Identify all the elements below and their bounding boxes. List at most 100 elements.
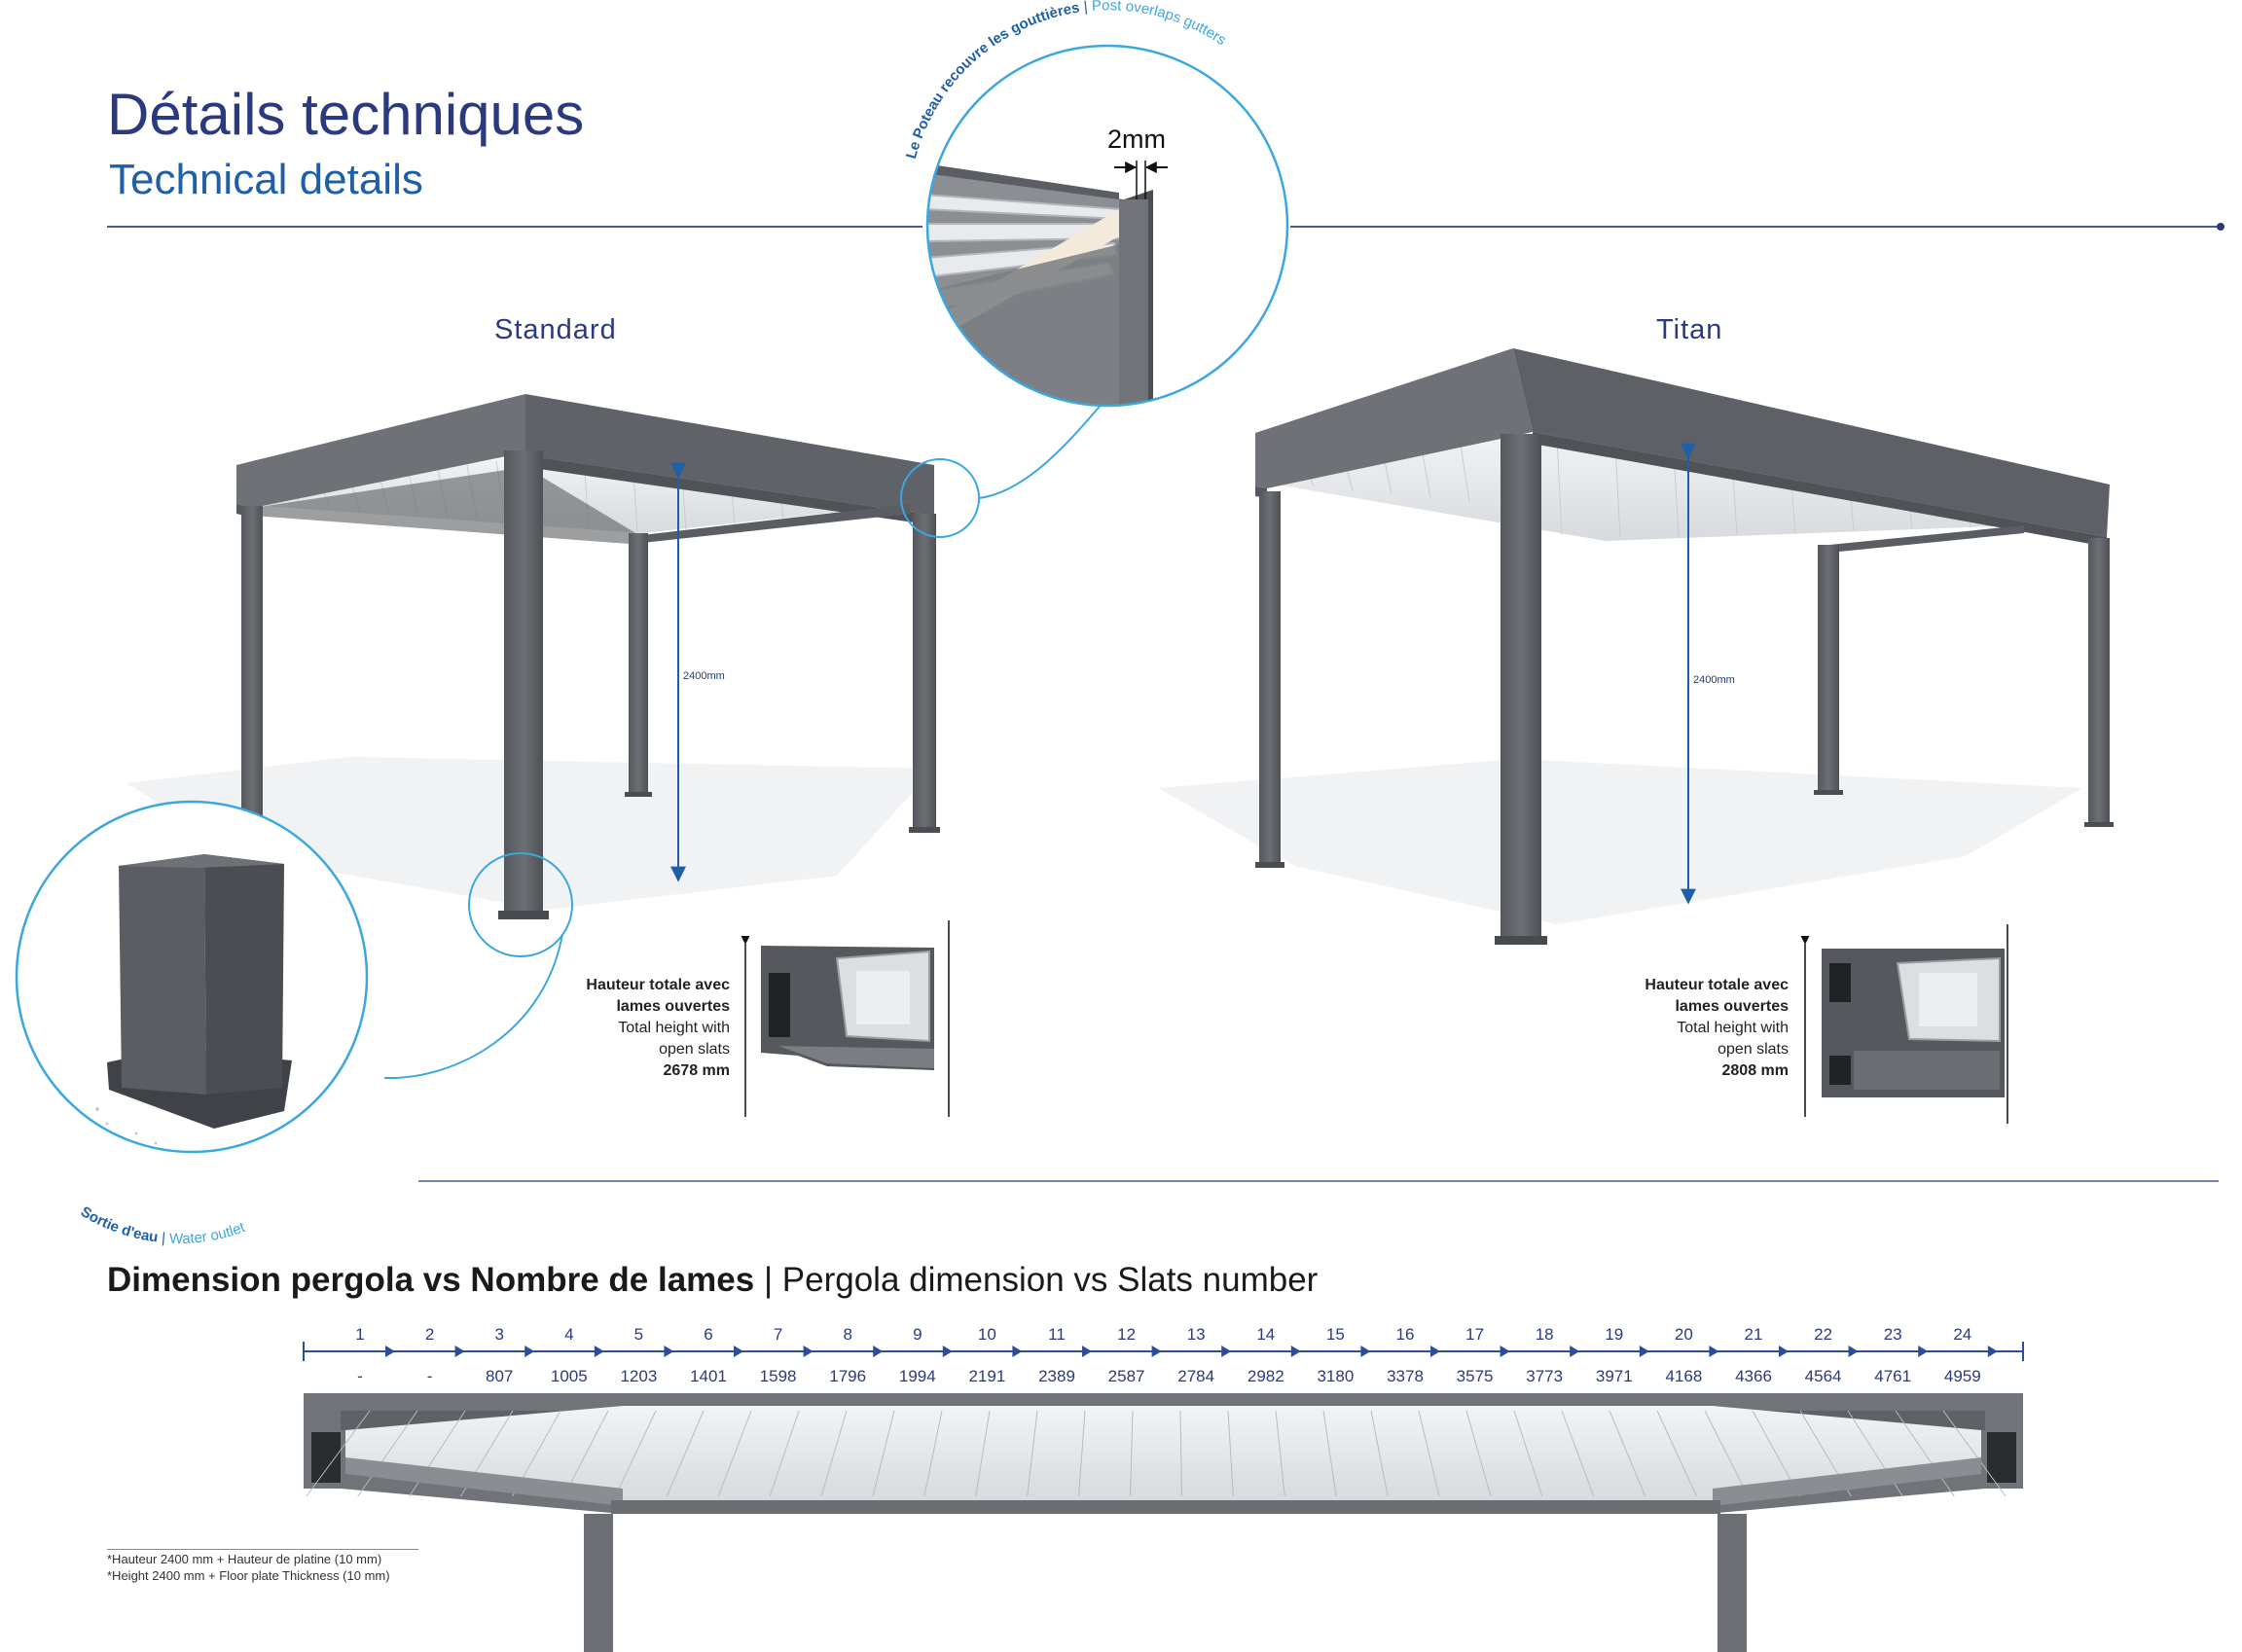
slat-number: 18 [1535,1325,1554,1344]
slat-arrow [1987,1346,1998,1357]
slat-dimension: 1994 [898,1367,936,1385]
pergola-cross-section [303,1342,2024,1652]
slat-dimension: 807 [486,1367,514,1385]
slat-number: 15 [1325,1325,1345,1344]
slat-number: 3 [494,1325,504,1344]
slat-arrow [524,1346,535,1357]
slat-arrow [1430,1346,1440,1357]
titan-height-label: 2400mm [1693,674,1735,686]
slat-arrow [1151,1346,1162,1357]
slat-number: 19 [1605,1325,1624,1344]
slat-dimension: 1598 [759,1367,797,1385]
slat-dimension: - [357,1367,363,1385]
slat-number: 7 [773,1325,783,1344]
slat-number: 9 [913,1325,922,1344]
slat-arrow [1918,1346,1929,1357]
slat-dimension: 3773 [1526,1367,1564,1385]
slat-number: 12 [1117,1325,1137,1344]
slat-arrow [454,1346,465,1357]
slat-dimension: 3971 [1595,1367,1633,1385]
titan-note-en-2: open slats [1718,1041,1789,1058]
slat-dimension: 3180 [1317,1367,1355,1385]
page-subtitle: Technical details [109,156,423,203]
standard-model-name: Standard [494,314,617,345]
slats-title-bold: Dimension pergola vs Nombre de lames [107,1261,755,1299]
slat-number: 14 [1256,1325,1276,1344]
gap-dimension: 2mm [1107,125,1166,154]
standard-height-label: 2400mm [683,670,725,682]
slat-number: 4 [564,1325,574,1344]
slat-number: 11 [1048,1325,1066,1344]
footnote-line-2: *Height 2400 mm + Floor plate Thickness … [107,1568,390,1583]
slat-number: 10 [977,1325,996,1344]
water-outlet-caption: Sortie d'eau | Water outlet [78,1203,248,1247]
slat-arrow [1082,1346,1092,1357]
slat-dimension: 2982 [1247,1367,1284,1385]
slat-dimension: 1203 [620,1367,658,1385]
slat-arrow [1570,1346,1580,1357]
slat-number: 1 [355,1325,365,1344]
slats-title-separator: | [763,1261,774,1299]
slat-number: 17 [1465,1325,1485,1344]
slats-title-regular: Pergola dimension vs Slats number [781,1261,1319,1299]
slat-dimension: 1796 [829,1367,867,1385]
titan-model-name: Titan [1656,314,1723,345]
standard-pergola: 2400mm [127,394,940,919]
slat-number: 20 [1674,1325,1693,1344]
slat-number: 16 [1395,1325,1415,1344]
titan-height-note: Hauteur totale avec lames ouvertes Total… [1604,975,1789,1082]
slat-number: 23 [1883,1325,1902,1344]
slat-number: 5 [633,1325,644,1344]
water-outlet-callout [15,800,573,1154]
slat-dimension: 3378 [1387,1367,1424,1385]
titan-note-fr-2: lames ouvertes [1675,998,1789,1015]
slat-number: 24 [1953,1325,1972,1344]
slat-dimension: 4564 [1804,1367,1842,1385]
slat-dimension: 1401 [690,1367,727,1385]
standard-note-value: 2678 mm [663,1062,731,1079]
slat-arrow [594,1346,604,1357]
slat-number: 13 [1186,1325,1206,1344]
titan-note-value: 2808 mm [1721,1062,1790,1079]
page-title: Détails techniques [107,82,585,147]
standard-note-fr-2: lames ouvertes [616,998,730,1015]
footnote-line-1: *Hauteur 2400 mm + Hauteur de platine (1… [107,1552,382,1566]
slat-arrow [1221,1346,1232,1357]
slat-dimension: 2587 [1107,1367,1145,1385]
slat-arrow [385,1346,395,1357]
slat-number: 6 [704,1325,713,1344]
slat-dimension: 4959 [1943,1367,1981,1385]
slat-arrow [1360,1346,1371,1357]
slat-dimension: 2784 [1177,1367,1215,1385]
slat-dimension: 4168 [1665,1367,1703,1385]
slat-arrow [1779,1346,1789,1357]
standard-note-en-1: Total height with [618,1020,730,1036]
footnote: *Hauteur 2400 mm + Hauteur de platine (1… [107,1549,418,1584]
slat-arrow [1290,1346,1301,1357]
slat-number: 2 [424,1325,435,1344]
slat-arrow [873,1346,884,1357]
standard-profile-section [741,920,950,1117]
slats-section-title: Dimension pergola vs Nombre de lames | P… [107,1261,1318,1300]
slat-dimension: 1005 [550,1367,588,1385]
slat-dimension: 2191 [968,1367,1006,1385]
slat-dimension: 4366 [1735,1367,1772,1385]
titan-note-en-1: Total height with [1677,1020,1789,1036]
slat-dimension: - [426,1367,433,1385]
slat-arrow [942,1346,953,1357]
titan-note-fr-1: Hauteur totale avec [1645,977,1789,993]
slat-dimension: 2389 [1038,1367,1075,1385]
slat-arrow [1012,1346,1023,1357]
slat-number: 21 [1744,1325,1763,1344]
slat-number: 22 [1814,1325,1833,1344]
slat-arrow [664,1346,674,1357]
slat-number: 8 [843,1325,852,1344]
slat-arrow [734,1346,743,1357]
gutter-detail-callout: 2mm [900,44,1289,538]
slat-arrow [1848,1346,1859,1357]
slat-dimension: 3575 [1456,1367,1494,1385]
header-rule [107,223,2224,231]
standard-height-note: Hauteur totale avec lames ouvertes Total… [545,975,730,1082]
slat-dimension: 4761 [1874,1367,1912,1385]
